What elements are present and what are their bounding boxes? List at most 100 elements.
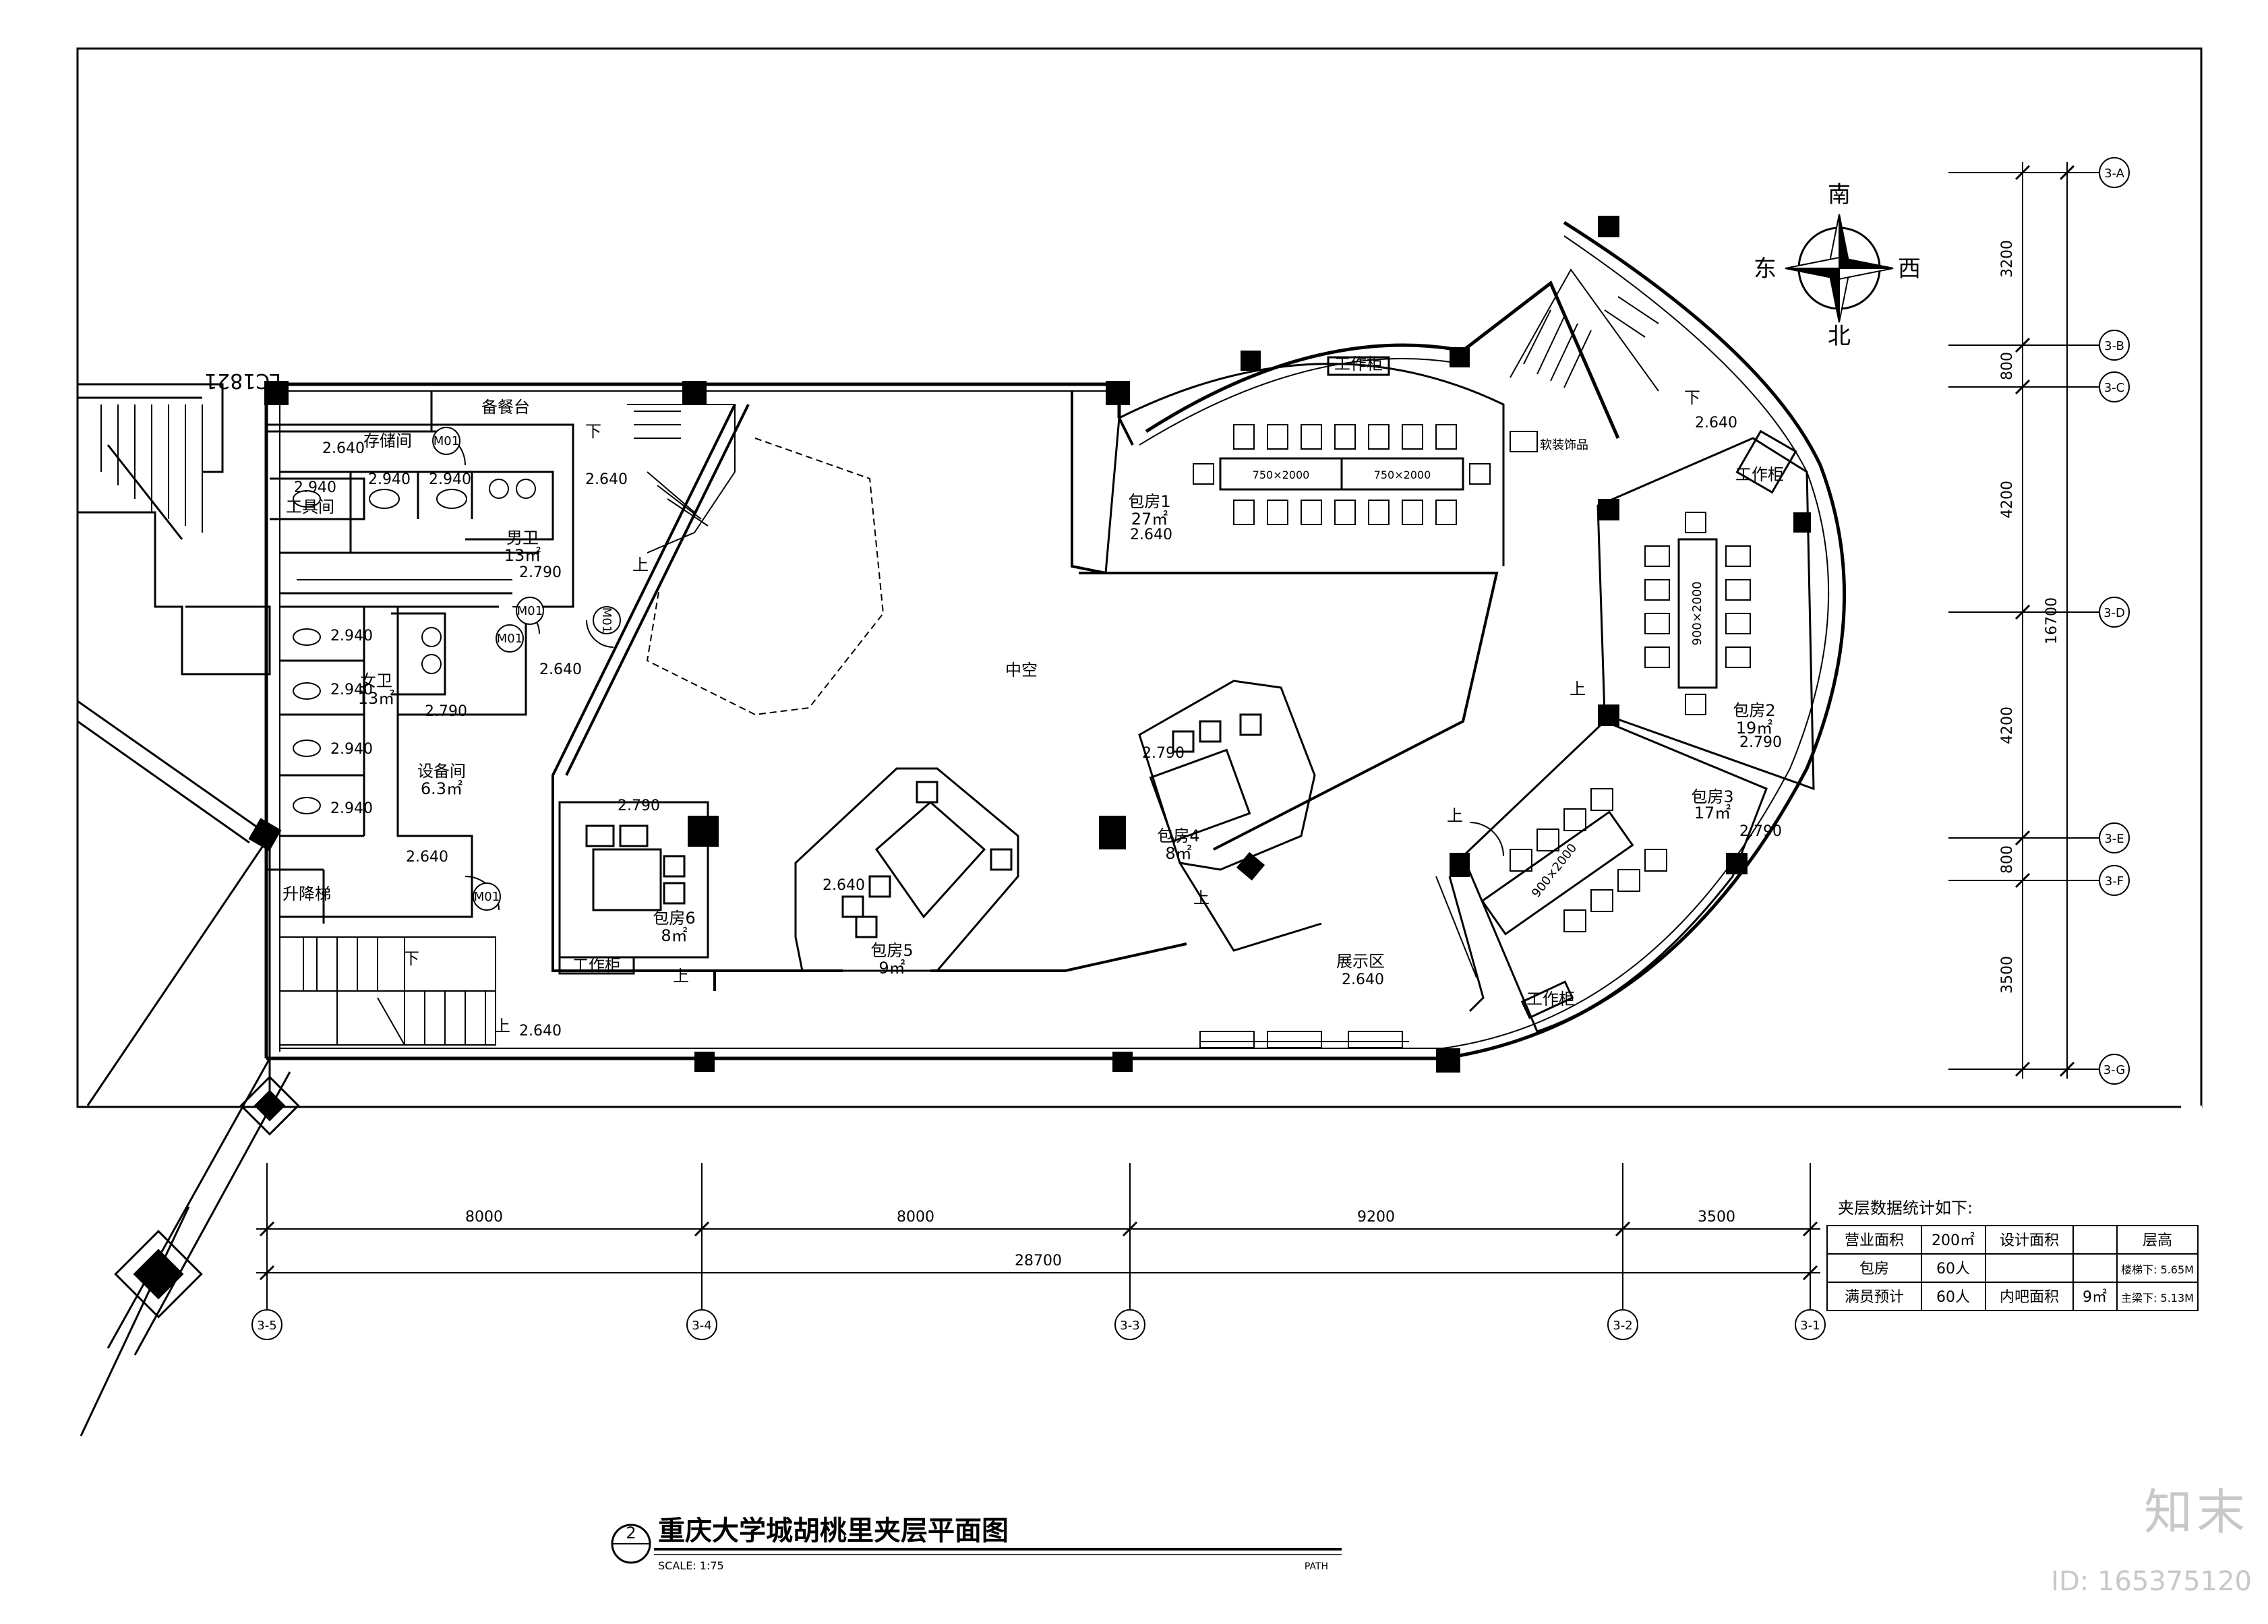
door-tag-2: M01 (517, 604, 543, 618)
private-room-2 (1596, 429, 1815, 791)
level-16: 2.640 (823, 877, 865, 894)
door-tag-4: M01 (599, 607, 614, 633)
label-private5: 包房5 (870, 941, 913, 960)
label-private3-area: 17㎡ (1694, 804, 1731, 822)
bottom-dimension-labels: 8000 8000 9200 3500 28700 3-5 3-4 3-3 3-… (257, 1209, 1820, 1333)
stats-cell-0-4: 层高 (2143, 1232, 2172, 1249)
bottom-dimension-grid (251, 1163, 1826, 1340)
stats-cell-2-2: 内吧面积 (2000, 1289, 2059, 1306)
right-axis-1: 3-A (2104, 167, 2125, 181)
bottom-axis-2: 3-4 (692, 1319, 711, 1333)
level-22: 2.640 (1342, 971, 1384, 988)
private-room-4 (1138, 680, 1322, 952)
right-axis-3: 3-C (2104, 381, 2125, 395)
compass-south: 南 (1828, 181, 1851, 208)
label-storage: 存储间 (363, 431, 412, 450)
bottom-span-1: 8000 (465, 1209, 503, 1226)
label-cabinet-1: 工作柜 (1334, 355, 1383, 373)
private-room-1 (1104, 356, 1505, 574)
level-18: 2.640 (1130, 527, 1172, 543)
compass-labels: 南 北 东 西 (1754, 181, 1921, 350)
right-span-5: 800 (1999, 845, 2016, 874)
drawing-number: 2 (626, 1524, 636, 1542)
north-east-stair (1510, 268, 1659, 452)
level-10: 2.790 (425, 703, 467, 720)
label-equipment: 设备间 (417, 762, 466, 781)
right-total: 16700 (2043, 597, 2060, 644)
south-stair (279, 936, 496, 1046)
stats-cell-2-0: 满员预计 (1845, 1289, 1904, 1306)
label-table-a: 750×2000 (1253, 469, 1310, 481)
mark-up-5: 上 (673, 967, 689, 986)
door-tag-1: M01 (434, 434, 459, 448)
right-axis-7: 3-G (2103, 1063, 2126, 1077)
label-cabinet-2: 工作柜 (1735, 465, 1784, 484)
label-table-c: 900×2000 (1690, 581, 1704, 645)
level-2: 2.940 (294, 479, 336, 496)
mark-down-2: 下 (1684, 388, 1700, 407)
right-dimension-labels: 3200 800 4200 4200 800 3500 16700 3-A 3-… (1999, 167, 2125, 1077)
right-span-1: 3200 (1999, 240, 2016, 278)
bottom-axis-4: 3-2 (1613, 1319, 1632, 1333)
right-span-2: 800 (1999, 352, 2016, 380)
stats-cell-0-2: 设计面积 (2000, 1232, 2059, 1249)
stats-table: 夹层数据统计如下: 营业面积 200㎡ 设计面积 层高 包房 60人 楼梯下: … (1826, 1199, 2199, 1311)
private-room-6 (558, 801, 709, 975)
bottom-span-4: 3500 (1698, 1209, 1735, 1226)
drawing-path: PATH (1305, 1561, 1328, 1572)
label-table-b: 750×2000 (1374, 469, 1431, 481)
mark-up-4: 上 (494, 1017, 510, 1035)
bottom-total: 28700 (1015, 1253, 1062, 1269)
stats-cell-1-0: 包房 (1859, 1261, 1889, 1277)
right-span-4: 4200 (1999, 706, 2016, 744)
level-4: 2.940 (429, 471, 471, 488)
west-stair (77, 383, 272, 1106)
level-11: 2.940 (330, 741, 373, 758)
label-cabinet-4: 工作柜 (572, 956, 621, 975)
label-male-wc: 男卫 (506, 529, 539, 547)
columns (248, 216, 1811, 1073)
right-span-6: 3500 (1999, 956, 2016, 994)
stats-cell-1-4: 楼梯下: 5.65M (2121, 1263, 2194, 1276)
display-area-furniture (1199, 876, 1477, 1048)
drawing-title-block: 2 重庆大学城胡桃里夹层平面图 SCALE: 1:75 PATH (611, 1515, 1342, 1572)
sheet-border (76, 47, 2203, 1108)
right-dimension-grid (1948, 157, 2130, 1085)
label-tools: 工具间 (286, 498, 334, 516)
right-axis-5: 3-E (2104, 832, 2124, 846)
label-private3: 包房3 (1691, 787, 1733, 806)
doors (431, 431, 1504, 911)
bottom-axis-3: 3-3 (1120, 1319, 1139, 1333)
level-12: 2.940 (330, 800, 373, 817)
level-3: 2.940 (368, 471, 411, 488)
compass-east: 东 (1754, 255, 1777, 282)
service-block (266, 391, 574, 924)
label-private6: 包房6 (653, 909, 695, 928)
label-private2: 包房2 (1733, 701, 1775, 720)
stats-cell-0-1: 200㎡ (1932, 1232, 1975, 1249)
watermark-id: ID: 165375120 (2051, 1566, 2252, 1597)
right-axis-6: 3-F (2105, 874, 2124, 889)
mark-up-1: 上 (632, 555, 649, 574)
watermark-logo: 知末 (2143, 1484, 2249, 1540)
level-5: 2.640 (585, 471, 628, 488)
north-stair (627, 404, 736, 553)
label-female-wc: 女卫 (360, 671, 392, 690)
label-private4-area: 8㎡ (1165, 844, 1191, 863)
label-female-wc-area: 13㎡ (358, 689, 395, 708)
label-private5-area: 9㎡ (878, 959, 905, 978)
private-room-5 (794, 767, 1019, 972)
bottom-span-2: 8000 (897, 1209, 934, 1226)
drawing-scale: SCALE: 1:75 (658, 1559, 724, 1572)
stats-heading: 夹层数据统计如下: (1838, 1199, 1973, 1217)
bottom-axis-5: 3-1 (1800, 1319, 1820, 1333)
level-21: 2.790 (1739, 823, 1782, 840)
stair-direction-marks: 下 上 下 上 上 下 上 上 上 (403, 388, 1700, 1035)
door-tag-5: M01 (474, 890, 500, 904)
stats-cell-0-0: 营业面积 (1845, 1232, 1904, 1249)
right-span-3: 4200 (1999, 481, 2016, 518)
stats-cell-2-1: 60人 (1936, 1289, 1970, 1306)
bottom-span-3: 9200 (1357, 1209, 1395, 1226)
label-display: 展示区 (1336, 952, 1385, 971)
door-tag-3: M01 (497, 632, 523, 646)
